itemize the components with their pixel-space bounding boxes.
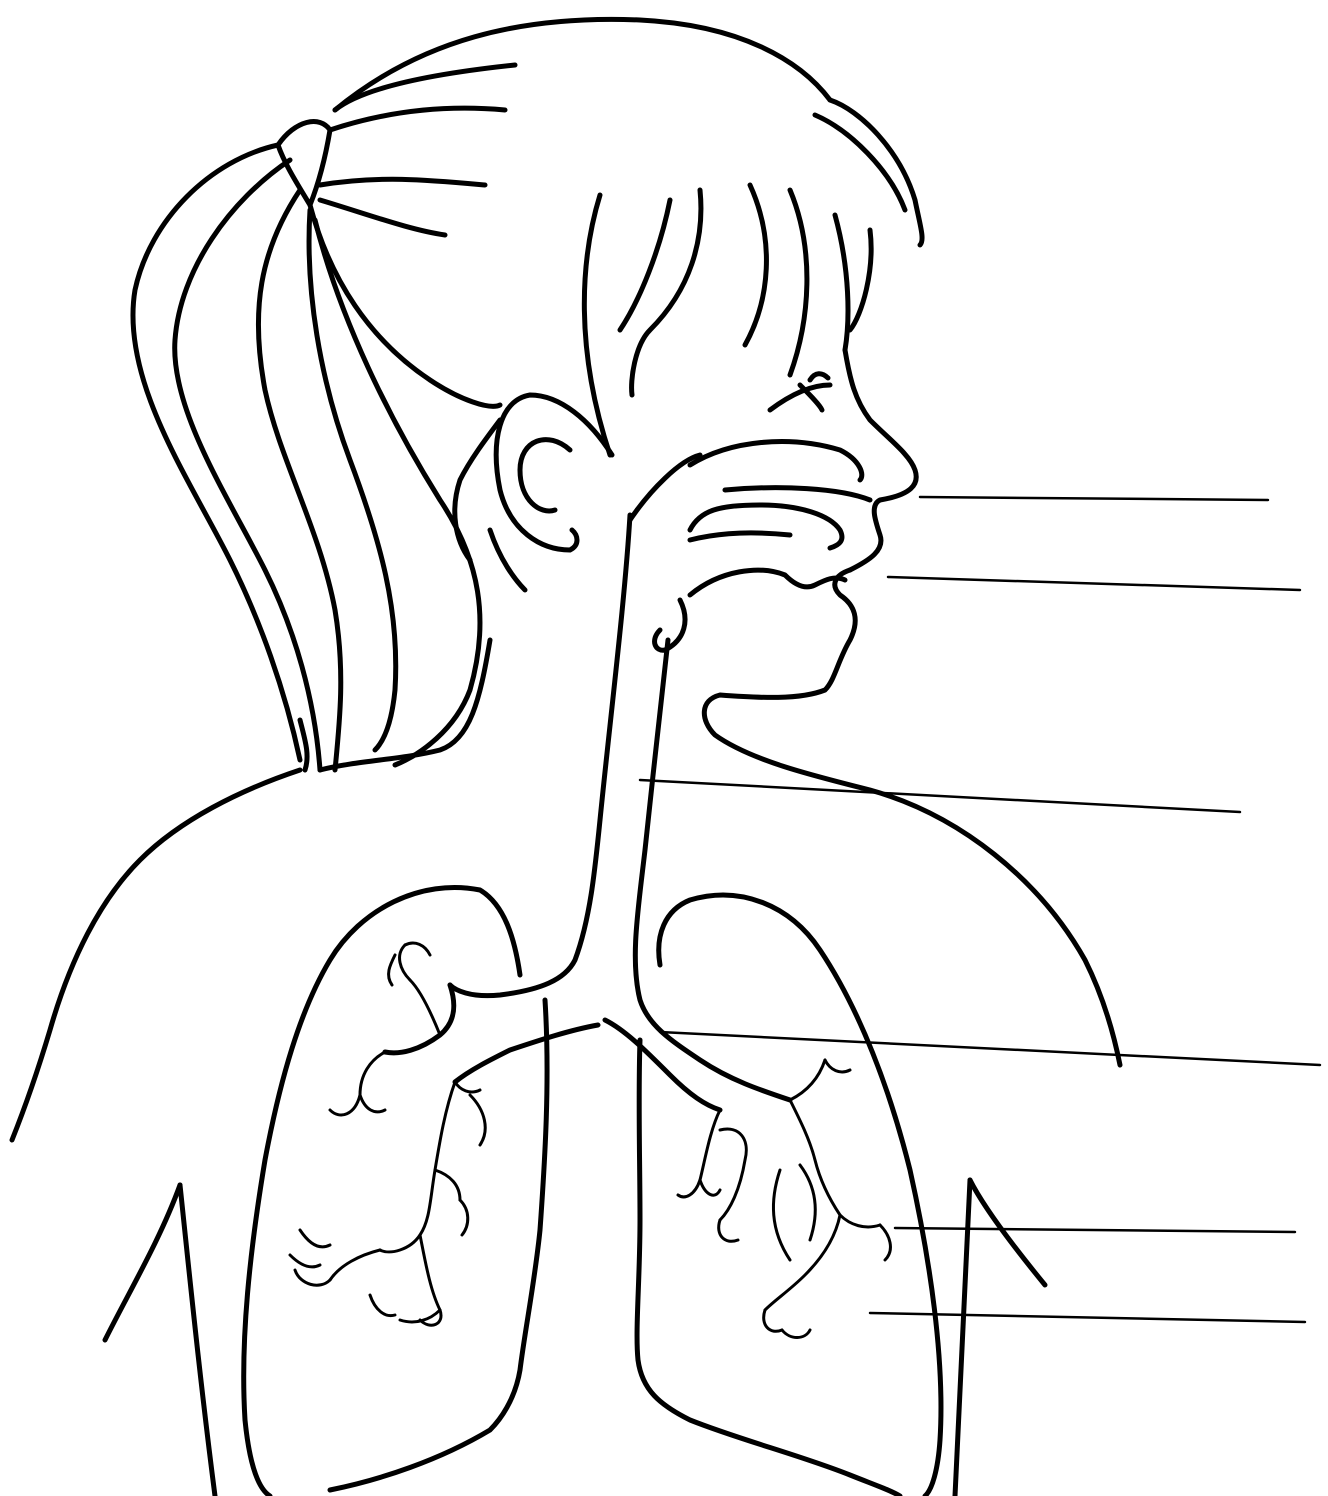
- trachea: [385, 515, 790, 1110]
- label-line-bronchi: [660, 1032, 1320, 1065]
- label-line-nose: [920, 497, 1268, 500]
- label-line-bronchioles: [895, 1228, 1295, 1232]
- hair-outline: [335, 19, 922, 455]
- label-line-trachea: [640, 780, 1240, 812]
- right-bronchial-tree: [678, 1060, 890, 1338]
- ear: [496, 395, 612, 550]
- left-lung: [244, 887, 547, 1496]
- label-line-mouth: [888, 577, 1300, 590]
- body-outline: [12, 420, 1045, 1496]
- ponytail: [133, 65, 515, 770]
- face-profile: [630, 350, 1120, 1065]
